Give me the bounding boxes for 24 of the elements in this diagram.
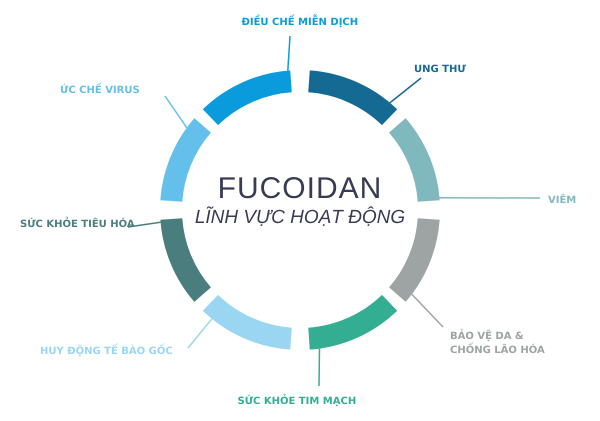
category-label: VIÊM bbox=[548, 194, 576, 208]
category-label: HUY ĐỘNG TẾ BÀO GỐC bbox=[40, 345, 173, 359]
category-label: ỨC CHẾ VIRUS bbox=[60, 84, 140, 98]
category-label: SỨC KHỎE TIM MẠCH bbox=[238, 395, 356, 409]
center-subtitle: LĨNH VỰC HOẠT ĐỘNG bbox=[194, 206, 406, 230]
category-label: SỨC KHỎE TIÊU HÓA bbox=[20, 218, 135, 232]
leader-line bbox=[439, 197, 540, 199]
category-label: UNG THƯ bbox=[414, 63, 466, 77]
leader-line bbox=[287, 36, 291, 71]
ring-segment bbox=[389, 118, 440, 202]
leader-line bbox=[187, 318, 212, 348]
leader-line bbox=[128, 221, 161, 228]
leader-line bbox=[164, 96, 188, 128]
category-label: BẢO VỆ DA & CHỐNG LÃO HÓA bbox=[450, 330, 560, 358]
ring-segment bbox=[160, 118, 211, 202]
ring-segment bbox=[308, 294, 398, 350]
ring-segment bbox=[308, 70, 398, 126]
leader-line bbox=[318, 348, 320, 386]
leader-line bbox=[390, 77, 422, 104]
ring-segment bbox=[202, 70, 292, 126]
leader-line bbox=[411, 294, 444, 328]
center-title: FUCOIDAN bbox=[216, 172, 384, 206]
category-label: ĐIỀU CHẾ MIỄN DỊCH bbox=[242, 16, 358, 30]
ring-segment bbox=[202, 294, 292, 350]
